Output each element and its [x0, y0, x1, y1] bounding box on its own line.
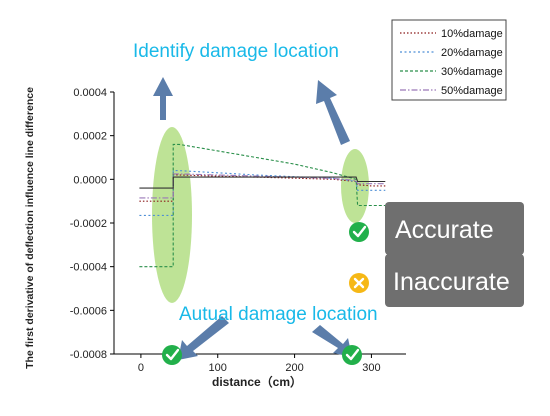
right-damage-highlight	[341, 149, 369, 223]
check-icon	[165, 348, 180, 361]
check-marker-right	[342, 345, 362, 365]
series-line-1	[139, 170, 386, 216]
accurate-legend-item: Accurate	[349, 202, 524, 255]
y-tick-label: 0.0002	[73, 131, 107, 143]
x-axis-title: distance（cm）	[212, 374, 302, 389]
x-tick-label: 100	[209, 362, 227, 374]
down-arrow-right	[312, 325, 352, 357]
legend-label: 10%damage	[441, 28, 503, 40]
inaccurate-legend-item: Inaccurate	[349, 254, 524, 307]
series-line-4	[139, 176, 386, 189]
down-arrow-left	[178, 316, 229, 360]
y-axis-title: The first derivative of deflection influ…	[24, 87, 36, 369]
plot-area: 0.0004 0.0002 0.0000 -0.0002 -0.0004 -0.0006 -…	[70, 87, 406, 374]
x-tick-label: 0	[138, 362, 144, 374]
series-line-2	[139, 143, 386, 268]
y-ticks: 0.0004 0.0002 0.0000 -0.0002 -0.0004 -0.0006 -…	[70, 87, 114, 361]
inaccurate-pill	[385, 254, 524, 307]
accurate-pill	[385, 202, 524, 255]
actual-damage-label: Autual damage location	[179, 304, 378, 325]
y-tick-label: -0.0006	[70, 305, 107, 317]
annotation-arrows	[153, 77, 352, 360]
y-tick-label: 0.0004	[73, 87, 107, 99]
accurate-label: Accurate	[395, 216, 494, 244]
check-icon	[345, 348, 360, 361]
y-tick-label: -0.0008	[70, 349, 107, 361]
legend: 10%damage 20%damage 30%damage 50%damage	[391, 19, 507, 101]
legend-label: 30%damage	[441, 66, 503, 78]
x-ticks: 0 100 200 300	[138, 354, 381, 374]
y-tick-label: 0.0000	[73, 174, 107, 186]
series-layer	[139, 143, 386, 268]
check-icon	[349, 222, 369, 242]
inaccurate-label: Inaccurate	[393, 268, 510, 296]
identify-damage-label: Identify damage location	[133, 41, 339, 62]
legend-label: 50%damage	[441, 85, 503, 97]
y-tick-label: -0.0002	[70, 218, 107, 230]
x-tick-label: 200	[285, 362, 303, 374]
up-arrow-right	[316, 80, 350, 145]
y-tick-label: -0.0004	[70, 262, 107, 274]
legend-label: 20%damage	[441, 47, 503, 59]
x-tick-label: 300	[362, 362, 380, 374]
series-line-3	[139, 173, 386, 199]
check-marker-left	[162, 345, 182, 365]
up-arrow-left	[153, 77, 173, 120]
